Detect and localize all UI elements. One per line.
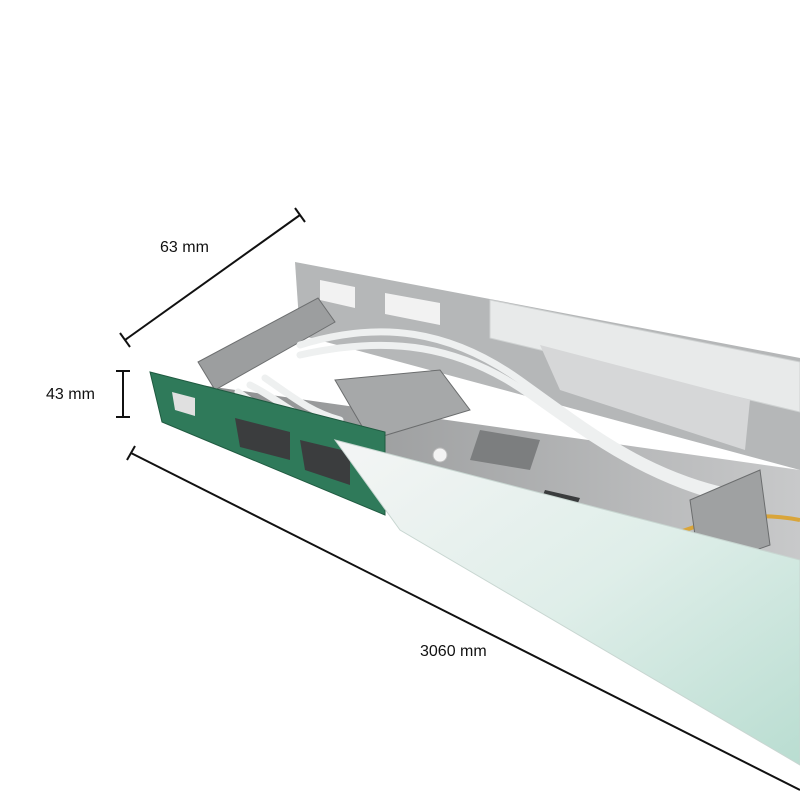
terminal-block (197, 297, 336, 391)
height-label: 43 mm (46, 386, 95, 403)
dimension-length (126, 445, 800, 791)
mounting-bracket (334, 369, 471, 441)
end-plate-slot (172, 392, 195, 416)
dimension-width (119, 207, 306, 348)
cable-tie-knob (432, 447, 448, 463)
white-profile (489, 299, 800, 413)
dimension-height (116, 370, 130, 418)
diffuser-cover (333, 439, 800, 766)
end-plate-slot (235, 418, 290, 460)
end-plate-slot (300, 440, 350, 485)
width-label: 63 mm (160, 239, 209, 256)
reflector-inner (540, 345, 750, 450)
back-wall-slot (320, 280, 355, 308)
floor-slot (470, 430, 540, 470)
luminaire-body (149, 262, 800, 766)
length-label: 3060 mm (420, 643, 487, 660)
back-wall-slot (385, 293, 440, 325)
